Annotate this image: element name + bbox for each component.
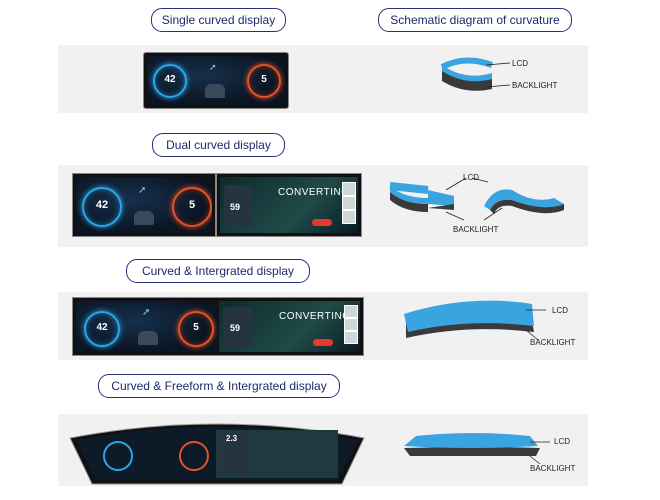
car-icon	[205, 84, 225, 98]
media-title: CONVERTING	[279, 311, 351, 322]
dual-curved-device-right: 59 CONVERTING	[216, 173, 362, 237]
media-action-button	[313, 339, 333, 346]
single-lcd-layer	[442, 65, 492, 82]
speed-gauge	[103, 441, 133, 471]
integrated-cluster-screen: 42 5 ➚	[76, 301, 218, 352]
gear-gauge: 5	[178, 311, 214, 347]
freeform-curvature-schematic	[404, 433, 550, 465]
gear-value: 5	[261, 74, 267, 85]
integrated-curved-device: 42 5 ➚ 59 CONVERTING	[72, 297, 364, 356]
integrated-display-header: Curved & Intergrated display	[126, 259, 310, 283]
schematic-diagram-header: Schematic diagram of curvature	[378, 8, 572, 32]
freeform-lcd-layer	[404, 433, 538, 448]
speed-gauge: 42	[82, 187, 122, 227]
media-title: CONVERTING	[278, 187, 350, 198]
dual-left-lcd	[390, 186, 428, 204]
speed-gauge: 42	[153, 64, 187, 98]
gear-gauge: 5	[172, 187, 212, 227]
speed-value: 42	[96, 322, 108, 333]
car-icon	[138, 331, 158, 345]
speed-value: 42	[95, 199, 109, 211]
integrated-lcd-label: LCD	[552, 306, 569, 315]
dual-curvature-schematic	[389, 177, 564, 221]
dual-backlight-label: BACKLIGHT	[453, 225, 499, 234]
media-number: 59	[230, 323, 241, 333]
integrated-backlight-label: BACKLIGHT	[530, 338, 576, 347]
single-lcd-label: LCD	[512, 59, 529, 68]
media-number: 59	[230, 202, 241, 212]
dual-right-backlight	[490, 199, 564, 214]
media-side-panel	[224, 185, 252, 227]
single-cluster-screen: 42 5 ➚	[147, 56, 285, 105]
video-thumb-1	[344, 305, 358, 318]
single-curved-display-header: Single curved display	[151, 8, 286, 32]
dual-left-backlight	[390, 192, 428, 212]
video-thumb-3	[344, 331, 358, 344]
integrated-lcd-layer	[404, 300, 534, 332]
single-backlight-layer	[442, 71, 492, 91]
integrated-media-screen: 59 CONVERTING	[219, 301, 360, 352]
freeform-lcd-label: LCD	[554, 437, 571, 446]
gear-value: 5	[193, 322, 199, 333]
nav-arrow-icon: ➚	[209, 62, 217, 72]
video-thumb-3	[342, 210, 356, 224]
gear-gauge: 5	[247, 64, 281, 98]
single-curvature-schematic	[440, 57, 511, 91]
dual-right-lcd	[484, 189, 564, 210]
freeform-nav-card	[220, 434, 250, 474]
video-thumb-2	[342, 196, 356, 210]
dual-cluster-screen: 42 5 ➚	[76, 177, 212, 233]
gear-value: 5	[188, 199, 196, 211]
dual-lcd-label: LCD	[463, 173, 480, 182]
gear-gauge	[179, 441, 209, 471]
video-thumb-1	[342, 182, 356, 196]
car-icon	[134, 211, 154, 225]
speed-gauge: 42	[84, 311, 120, 347]
nav-arrow-icon: ➚	[142, 307, 151, 318]
integrated-curvature-schematic	[404, 300, 546, 341]
dual-curved-display-header: Dual curved display	[152, 133, 285, 157]
media-side-panel	[223, 307, 253, 347]
single-backlight-label: BACKLIGHT	[512, 81, 558, 90]
speed-value: 42	[164, 74, 176, 85]
nav-arrow-icon: ➚	[138, 185, 147, 196]
freeform-nav-value: 2.3	[226, 434, 238, 443]
freeform-curved-device	[69, 423, 365, 485]
freeform-display-header: Curved & Freeform & Intergrated display	[98, 374, 340, 398]
single-curved-device: 42 5 ➚	[143, 52, 289, 109]
freeform-backlight-layer	[404, 447, 540, 456]
video-thumb-2	[344, 318, 358, 331]
dual-curved-device-left: 42 5 ➚	[72, 173, 216, 237]
media-action-button	[312, 219, 332, 226]
dual-media-screen: 59 CONVERTING	[220, 177, 358, 233]
freeform-backlight-label: BACKLIGHT	[530, 464, 576, 473]
